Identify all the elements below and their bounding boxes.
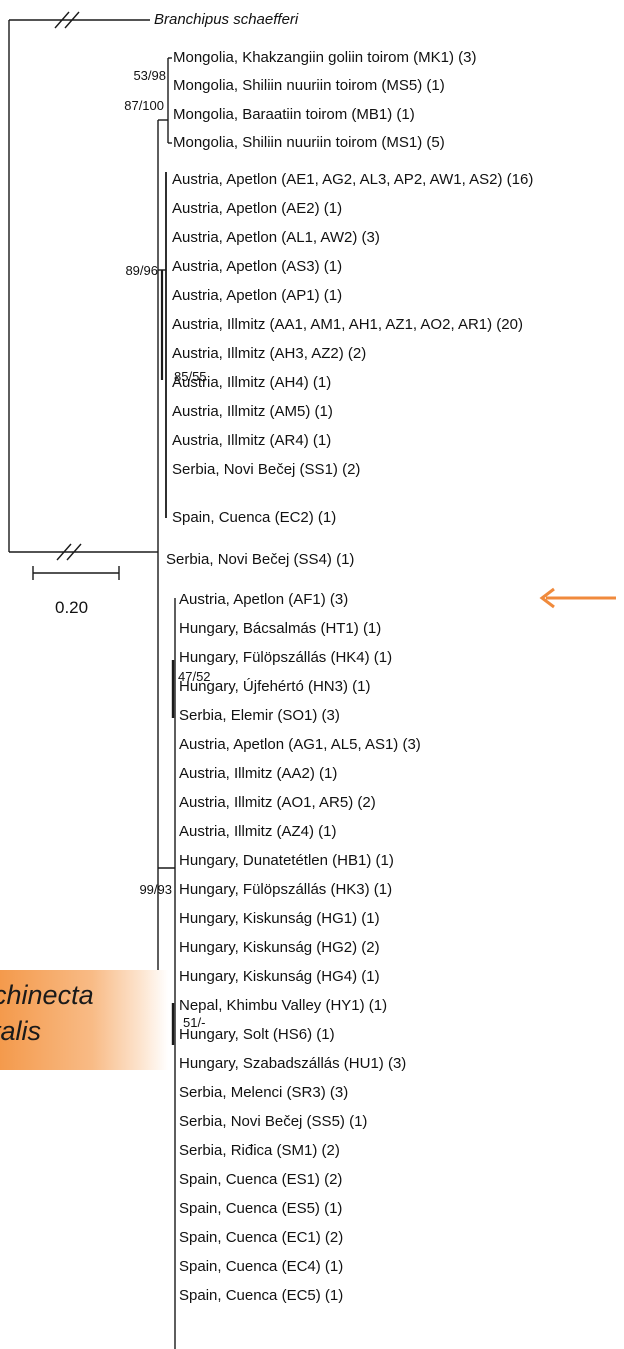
tip-label: Mongolia, Khakzangiin goliin toirom (MK1…: [173, 49, 477, 66]
support-value: 89/96: [125, 263, 158, 278]
tip-label: Austria, Illmitz (AH3, AZ2) (2): [172, 345, 367, 362]
tip-label: Austria, Apetlon (AL1, AW2) (3): [172, 229, 380, 246]
tip-label: Austria, Apetlon (AP1) (1): [172, 287, 343, 304]
tip-label: Austria, Apetlon (AE1, AG2, AL3, AP2, AW…: [172, 171, 534, 188]
tip-label: Hungary, Dunatetétlen (HB1) (1): [179, 852, 394, 869]
tip-label: Hungary, Szabadszállás (HU1) (3): [179, 1055, 407, 1072]
tip-label: Serbia, Riđica (SM1) (2): [179, 1142, 340, 1159]
support-value: 99/93: [139, 882, 172, 897]
tip-label: Austria, Illmitz (AZ4) (1): [179, 823, 337, 840]
tip-label: Mongolia, Baraatiin toirom (MB1) (1): [173, 106, 415, 123]
tip-label: Austria, Illmitz (AO1, AR5) (2): [179, 794, 376, 811]
tip-label: Hungary, Fülöpszállás (HK4) (1): [179, 649, 393, 666]
highlight-arrow-icon: [539, 587, 616, 609]
support-value: 47/52: [178, 669, 211, 684]
tip-label: Spain, Cuenca (EC4) (1): [179, 1258, 344, 1275]
tip-label: Austria, Illmitz (AA1, AM1, AH1, AZ1, AO…: [172, 316, 523, 333]
tip-label: Spain, Cuenca (EC5) (1): [179, 1287, 344, 1304]
tip-label: Austria, Apetlon (AF1) (3): [179, 591, 349, 608]
tip-label: Mongolia, Shiliin nuuriin toirom (MS5) (…: [173, 77, 445, 94]
tip-label: Hungary, Kiskunság (HG2) (2): [179, 939, 380, 956]
break-mark: [54, 11, 70, 29]
tip-label: Hungary, Kiskunság (HG1) (1): [179, 910, 380, 927]
support-value: 51/-: [183, 1015, 206, 1030]
tip-label: Austria, Illmitz (AR4) (1): [172, 432, 332, 449]
support-value: 85/55: [174, 369, 207, 384]
tip-label: Austria, Apetlon (AG1, AL5, AS1) (3): [179, 736, 421, 753]
tip-label: Hungary, Bácsalmás (HT1) (1): [179, 620, 382, 637]
tip-label: Austria, Apetlon (AE2) (1): [172, 200, 343, 217]
tip-label: Austria, Illmitz (AH4) (1): [172, 374, 332, 391]
tip-label: Serbia, Novi Bečej (SS5) (1): [179, 1113, 368, 1130]
scale-bar-label: 0.20: [55, 598, 89, 617]
tip-label: Spain, Cuenca (ES1) (2): [179, 1171, 343, 1188]
outgroup-tip-label: Branchipus schaefferi: [154, 11, 299, 28]
tip-label: Serbia, Novi Bečej (SS4) (1): [166, 551, 355, 568]
tip-label: Mongolia, Shiliin nuuriin toirom (MS1) (…: [173, 134, 445, 151]
break-mark: [66, 543, 82, 561]
tip-label: Nepal, Khimbu Valley (HY1) (1): [179, 997, 388, 1014]
tip-label: Serbia, Elemir (SO1) (3): [179, 707, 340, 724]
tip-label: Hungary, Fülöpszállás (HK3) (1): [179, 881, 393, 898]
tip-label: Spain, Cuenca (ES5) (1): [179, 1200, 343, 1217]
tip-label: Hungary, Solt (HS6) (1): [179, 1026, 335, 1043]
tip-label: Serbia, Novi Bečej (SS1) (2): [172, 461, 361, 478]
tip-label: Austria, Illmitz (AM5) (1): [172, 403, 333, 420]
break-mark: [56, 543, 72, 561]
tip-label: Austria, Apetlon (AS3) (1): [172, 258, 343, 275]
support-value: 87/100: [124, 98, 164, 113]
species-highlight-box: nchinecta ntalis: [0, 970, 168, 1070]
tip-label: Spain, Cuenca (EC2) (1): [172, 509, 337, 526]
tip-label: Serbia, Melenci (SR3) (3): [179, 1084, 349, 1101]
species-label: nchinecta ntalis: [0, 980, 94, 1046]
tip-label: Hungary, Kiskunság (HG4) (1): [179, 968, 380, 985]
tip-label: Hungary, Újfehértó (HN3) (1): [179, 678, 371, 695]
tip-label: Austria, Illmitz (AA2) (1): [179, 765, 338, 782]
arrow-head: [539, 587, 555, 609]
tip-label: Spain, Cuenca (EC1) (2): [179, 1229, 344, 1246]
support-value: 53/98: [133, 68, 166, 83]
break-mark: [64, 11, 80, 29]
